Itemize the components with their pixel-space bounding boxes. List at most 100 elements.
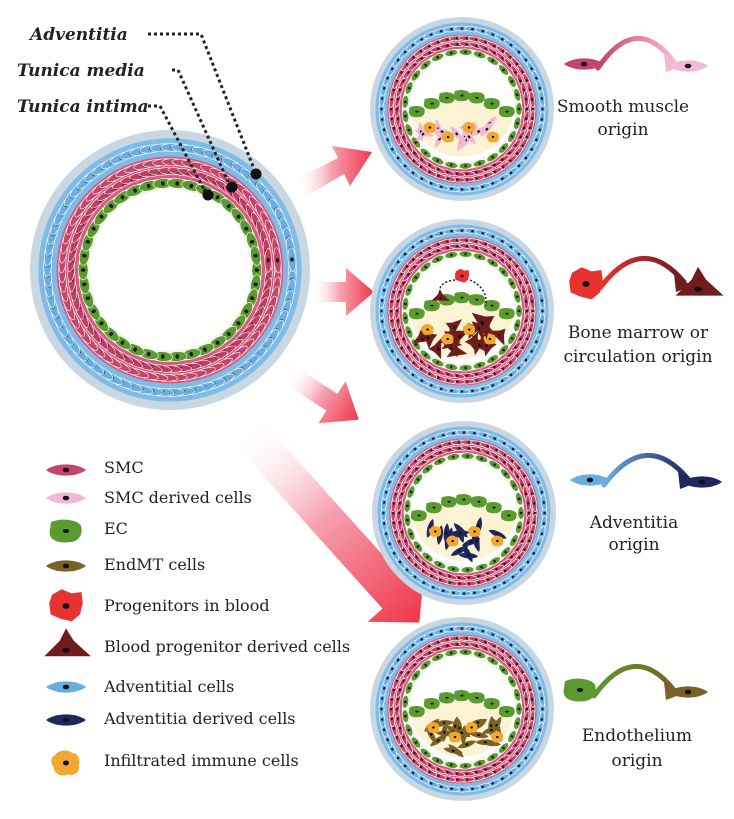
progd-cell xyxy=(445,319,463,338)
ec-cell xyxy=(468,294,485,306)
transition-arrow xyxy=(595,35,677,71)
immune-cell-icon xyxy=(51,750,80,776)
legend-item-smc: SMC xyxy=(46,458,144,477)
ec-cell xyxy=(498,742,509,754)
ec-cell xyxy=(513,318,522,332)
adventitia-derived-cell-icon xyxy=(46,714,86,726)
endmt-cell xyxy=(457,740,477,749)
legend-label: SMC derived cells xyxy=(104,488,252,507)
ec-cell xyxy=(444,363,458,371)
ec-cell xyxy=(404,325,414,339)
imm-cell xyxy=(428,525,442,538)
cell-type-legend: SMC SMC derived cells EC EndMT cells Pro… xyxy=(44,458,350,776)
adventitial-cell xyxy=(538,690,545,707)
ec-cell xyxy=(513,688,522,702)
imm-cell xyxy=(441,131,455,143)
smc-cell xyxy=(529,292,536,310)
ec-cell xyxy=(423,97,440,110)
blood-progenitor-derived-cell-icon xyxy=(44,628,91,657)
ec-cell xyxy=(486,258,499,268)
ec-cell xyxy=(458,648,473,656)
adv-cell xyxy=(46,681,86,693)
ec-cell xyxy=(513,716,522,730)
ec-cell xyxy=(486,354,499,364)
ec-cell xyxy=(498,266,509,278)
legend-label: EndMT cells xyxy=(104,555,205,574)
ec-cell xyxy=(468,692,485,704)
ec-cell xyxy=(419,147,432,159)
ec-cell xyxy=(431,53,444,62)
smc-cell-icon xyxy=(46,464,86,476)
ec-cell xyxy=(515,520,524,534)
ec-cell xyxy=(411,271,421,284)
ec-cell xyxy=(438,692,455,704)
origin-captions: Smooth muscle origin Bone marrow or circ… xyxy=(557,97,713,771)
adventitial-cell xyxy=(287,247,297,272)
ec-cell xyxy=(515,702,523,716)
ec-cell xyxy=(453,89,470,102)
ec-cell xyxy=(77,259,89,281)
ec-cell xyxy=(498,307,515,320)
ec-cell xyxy=(513,116,522,130)
tunica-media-label: Tunica media xyxy=(17,61,145,81)
endmt-cell xyxy=(469,731,489,739)
ec-cell xyxy=(49,519,82,543)
ec-cell xyxy=(419,747,432,759)
ec-cell xyxy=(419,59,432,71)
ec-cell xyxy=(431,358,444,367)
progd-cell xyxy=(431,289,450,301)
ec-cell xyxy=(455,493,472,506)
ec-cell xyxy=(444,761,458,769)
ec-cell xyxy=(250,245,261,266)
ec-cell xyxy=(473,650,487,659)
ec-cell xyxy=(404,123,414,137)
smc-cell xyxy=(525,495,531,512)
ec-cell xyxy=(473,759,487,768)
ec-cell xyxy=(152,178,173,189)
imm-cell xyxy=(426,721,440,734)
arrow-to-smooth-muscle xyxy=(298,146,372,196)
imm-cell xyxy=(441,333,454,345)
layer-pointers: Adventitia Tunica media Tunica intima xyxy=(17,25,262,201)
ec-cell xyxy=(486,752,499,762)
ec-cell xyxy=(486,152,499,162)
ec-cell xyxy=(438,92,455,104)
adventitia-marker-dot xyxy=(250,168,262,180)
tunica-intima-label: Tunica intima xyxy=(17,97,149,117)
origin-transitions xyxy=(563,35,724,702)
ec-cell xyxy=(453,689,470,702)
ec-cell xyxy=(488,460,501,470)
ec-cell xyxy=(408,105,425,118)
ec-cell xyxy=(411,69,421,82)
ec-cell xyxy=(509,534,519,547)
ec-cell xyxy=(404,283,414,297)
ec-cell xyxy=(406,527,416,541)
transition-arrow xyxy=(601,452,691,488)
ec-cell xyxy=(468,92,485,104)
legend-item-smc-derived: SMC derived cells xyxy=(46,488,252,507)
lesion-vessels xyxy=(370,17,556,801)
ec-cell xyxy=(507,675,517,688)
smcd-cell xyxy=(480,121,494,137)
ec-cell xyxy=(444,649,458,657)
ec-cell xyxy=(498,344,509,356)
ec-cell-icon xyxy=(49,519,82,543)
ec-cell xyxy=(431,255,444,264)
transition-3 xyxy=(570,452,722,489)
adv-cell xyxy=(570,474,610,486)
ec-cell xyxy=(444,161,458,169)
imm-cell xyxy=(468,525,481,538)
imm-cell xyxy=(51,750,80,776)
legend-label: Adventitia derived cells xyxy=(103,709,296,728)
smcd-cell xyxy=(46,492,86,504)
ec-cell xyxy=(404,723,414,737)
ec-cell xyxy=(473,159,487,168)
smcd-cell xyxy=(469,126,488,137)
advd-cell xyxy=(488,529,507,539)
ec-cell xyxy=(517,506,525,520)
legend-label: SMC xyxy=(104,458,144,477)
ec-cell xyxy=(485,501,502,514)
imm-cell xyxy=(421,323,434,336)
ec-cell xyxy=(475,563,489,572)
